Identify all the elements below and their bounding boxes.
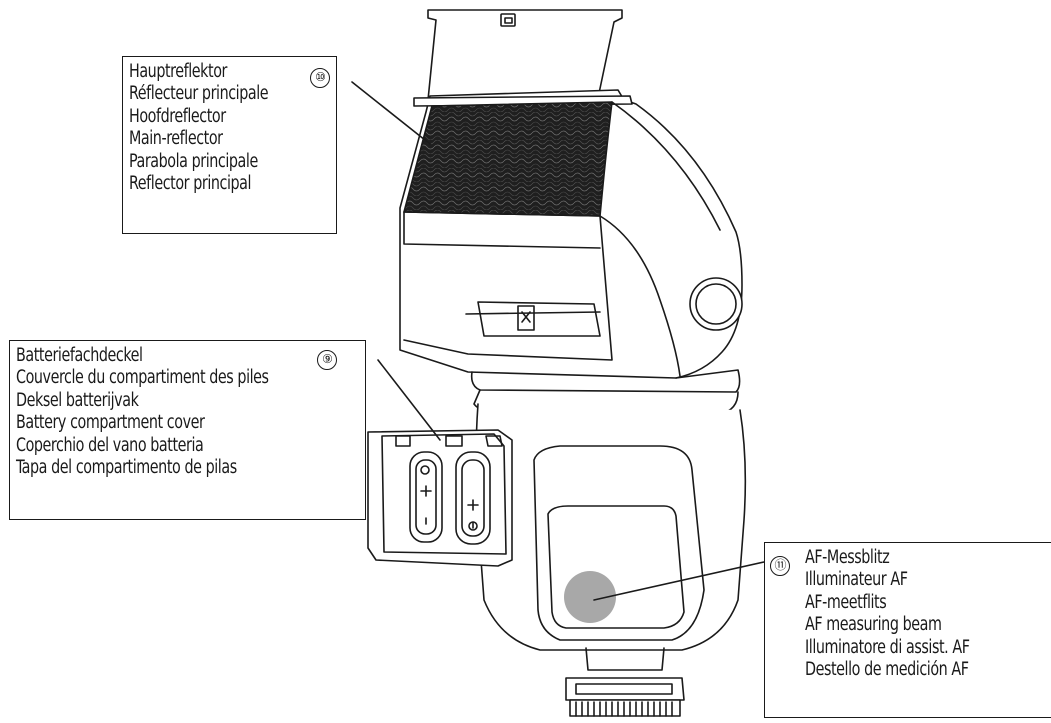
label-line: Hauptreflektor [129, 61, 227, 82]
callout-number-9: ⑨ [317, 350, 337, 370]
label-line: Deksel batterijvak [16, 389, 139, 411]
label-line: Réflecteur principale [129, 83, 269, 105]
label-line: Destello de medición AF [805, 659, 969, 681]
af-illuminator-window [564, 571, 616, 623]
label-line: Couvercle du compartiment des piles [16, 367, 269, 389]
battery-cover-label-box: Batteriefachdeckel Couvercle du comparti… [9, 340, 366, 520]
label-line: Batteriefachdeckel [16, 345, 143, 366]
leader-line-battery [377, 359, 441, 441]
label-line: Coperchio del vano batteria [16, 434, 204, 456]
hot-shoe-foot [565, 647, 685, 717]
af-beam-label-box: AF-Messblitz Illuminateur AF AF-meetflit… [764, 542, 1051, 718]
label-line: Main-reflector [129, 128, 223, 150]
label-line: AF-meetflits [805, 591, 887, 613]
af-window-panel [547, 505, 685, 629]
callout-number-10: ⑩ [310, 68, 330, 88]
label-line: Reflector principal [129, 173, 252, 195]
label-line: AF-Messblitz [805, 547, 890, 568]
battery-cover [367, 429, 513, 567]
reflector-head [399, 89, 743, 379]
leader-line-af [593, 561, 765, 601]
label-line: Battery compartment cover [16, 412, 205, 434]
label-line: Hoofdreflector [129, 105, 226, 127]
label-line: Tapa del compartimento de pilas [16, 457, 237, 479]
main-reflector-surface [403, 101, 613, 217]
label-line: Parabola principale [129, 150, 258, 172]
label-line: Illuminateur AF [805, 569, 908, 591]
label-line: Illuminatore di assist. AF [805, 636, 970, 658]
leader-line-reflector [351, 81, 431, 145]
flash-body [475, 403, 747, 651]
callout-number-11: ⑪ [770, 556, 790, 576]
bounce-card [427, 9, 623, 101]
main-reflector-label-box: Hauptreflektor Réflecteur principale Hoo… [122, 56, 337, 234]
label-line: AF measuring beam [805, 614, 942, 636]
